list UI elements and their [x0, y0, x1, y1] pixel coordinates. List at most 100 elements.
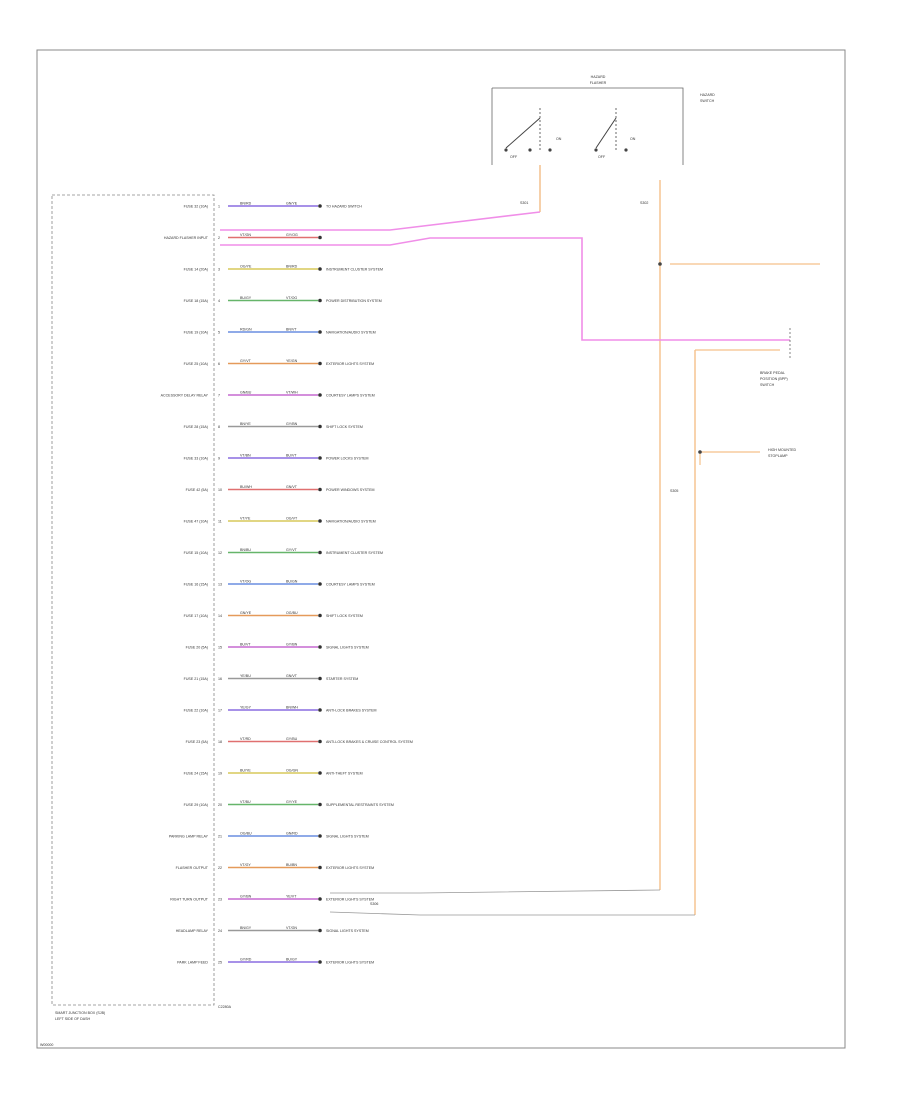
- wire-circuit-code: OG/BU: [286, 611, 298, 615]
- row-pin-number: 19: [218, 772, 222, 776]
- wire-terminal: [318, 519, 322, 523]
- wire-terminal: [318, 834, 322, 838]
- hazard-switch-box: [491, 87, 684, 165]
- switch-contact-label: OFF: [598, 155, 606, 159]
- row-left-label: FUSE 21 (15A): [184, 677, 208, 681]
- row-pin-number: 14: [218, 614, 222, 618]
- row-left-label: FLASHER OUTPUT: [176, 866, 209, 870]
- row-destination-label: SHIFT LOCK SYSTEM: [326, 614, 363, 618]
- row-pin-number: 3: [218, 268, 220, 272]
- row-pin-number: 9: [218, 457, 220, 461]
- switch-box-title-line-1: HAZARD: [700, 93, 715, 97]
- wire-color-code: RD/GN: [240, 328, 252, 332]
- stoplamp-label-2: STOPLAMP: [768, 454, 788, 458]
- row-destination-label: EXTERIOR LIGHTS SYSTEM: [326, 961, 374, 965]
- wire-color-code: BN/GY: [240, 926, 252, 930]
- row-pin-number: 5: [218, 331, 220, 335]
- row-pin-number: 22: [218, 866, 222, 870]
- wire-circuit-code: GN/VT: [286, 485, 298, 489]
- wire-circuit-code: GY/BN: [286, 643, 298, 647]
- wire-color-code: OG/YE: [240, 265, 252, 269]
- wire-color-code: VT/RD: [240, 737, 251, 741]
- splice-label: S305: [670, 489, 678, 493]
- row-left-label: FUSE 28 (15A): [184, 425, 208, 429]
- switch-terminal: [624, 148, 628, 152]
- row-destination-label: INSTRUMENT CLUSTER SYSTEM: [326, 268, 383, 272]
- row-left-label: FUSE 33 (10A): [184, 457, 208, 461]
- switch-contact-1: [505, 117, 541, 149]
- row-left-label: RIGHT TURN OUTPUT: [170, 898, 209, 902]
- row-destination-label: ANTI-THEFT SYSTEM: [326, 772, 363, 776]
- hazard-switch: HAZARD FLASHER HAZARD SWITCH OFF ON OFF …: [491, 75, 715, 165]
- wire-color-code: VT/GN: [240, 233, 251, 237]
- row-left-label: FUSE 16 (15A): [184, 583, 208, 587]
- wire-terminal: [318, 771, 322, 775]
- row-left-label: FUSE 23 (5A): [186, 740, 208, 744]
- wire-terminal: [318, 960, 322, 964]
- module-code: C2280A: [218, 1005, 232, 1009]
- wire-terminal: [318, 739, 322, 744]
- row-left-label: FUSE 47 (10A): [184, 520, 208, 524]
- wire-color-code: VT/BU: [240, 800, 251, 804]
- wire-circuit-code: GY/OG: [286, 233, 298, 237]
- wire-color-code: YE/GY: [240, 706, 252, 710]
- row-left-label: FUSE 18 (15A): [184, 299, 208, 303]
- row-left-label: FUSE 15 (10A): [184, 551, 208, 555]
- wire-color-code: BU/WH: [240, 485, 252, 489]
- wire-terminal: [318, 298, 322, 303]
- wire-color-code: GY/VT: [240, 359, 252, 363]
- row-pin-number: 11: [218, 520, 222, 524]
- wire-terminal: [318, 393, 322, 397]
- row-pin-number: 21: [218, 835, 222, 839]
- wire-color-code: YE/BU: [240, 674, 251, 678]
- switch-terminal: [594, 148, 598, 152]
- row-destination-label: EXTERIOR LIGHTS SYSTEM: [326, 362, 374, 366]
- wire-color-code: VT/OG: [240, 580, 251, 584]
- splice-label: S301: [520, 201, 528, 205]
- wire-color-code: GY/BN: [240, 895, 252, 899]
- wire-circuit-code: YE/VT: [286, 895, 297, 899]
- row-destination-label: INSTRUMENT CLUSTER SYSTEM: [326, 551, 383, 555]
- row-pin-number: 15: [218, 646, 222, 650]
- wire-terminal: [318, 802, 322, 807]
- switch-wires: [220, 165, 820, 916]
- wire-terminal: [318, 361, 322, 366]
- row-pin-number: 7: [218, 394, 220, 398]
- wire-circuit-code: VT/GN: [286, 926, 297, 930]
- wire-terminal: [318, 928, 322, 933]
- row-left-label: FUSE 42 (5A): [186, 488, 208, 492]
- wire-circuit-code: BU/GY: [286, 958, 298, 962]
- row-destination-label: POWER DISTRIBUTION SYSTEM: [326, 299, 382, 303]
- row-pin-number: 6: [218, 362, 220, 366]
- switch-contact-label: OFF: [510, 155, 518, 159]
- wire-color-code: BU/VT: [240, 643, 251, 647]
- wire-circuit-code: BU/VT: [286, 454, 297, 458]
- wire-terminal: [318, 204, 322, 208]
- wire-circuit-code: VT/OG: [286, 296, 297, 300]
- row-pin-number: 16: [218, 677, 222, 681]
- wire-terminal: [318, 235, 322, 240]
- row-destination-label: POWER WINDOWS SYSTEM: [326, 488, 375, 492]
- wire-terminal: [318, 865, 322, 870]
- row-pin-number: 25: [218, 961, 222, 965]
- smart-junction-box-outline: [51, 194, 215, 1006]
- row-destination-label: SIGNAL LIGHTS SYSTEM: [326, 835, 369, 839]
- row-pin-number: 23: [218, 898, 222, 902]
- wire-terminal: [318, 424, 322, 429]
- wire-color-code: BU/GY: [240, 296, 252, 300]
- switch-terminal: [528, 148, 532, 152]
- row-left-label: FUSE 24 (15A): [184, 772, 208, 776]
- wire-color-code: BU/YE: [240, 769, 251, 773]
- row-pin-number: 2: [218, 236, 220, 240]
